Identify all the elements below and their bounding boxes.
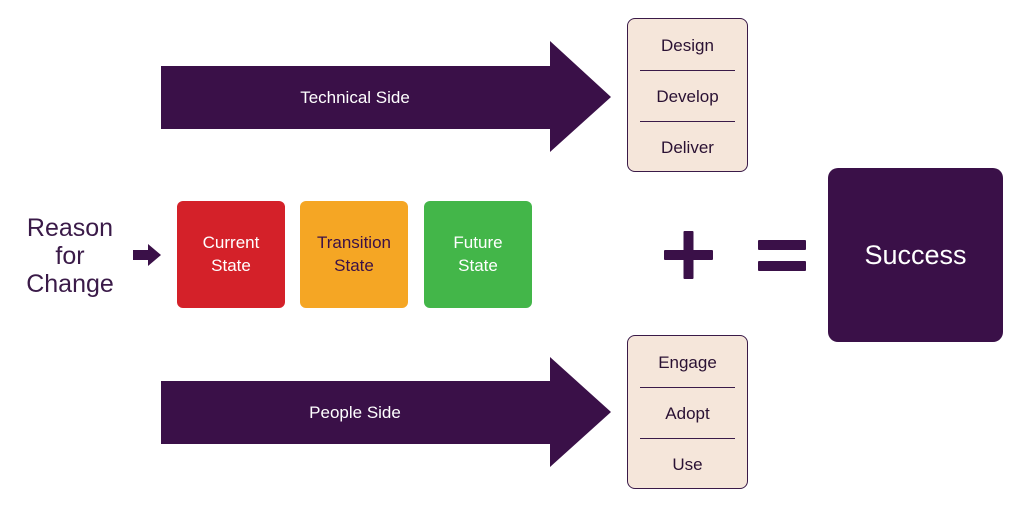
- step-divider: [640, 387, 735, 388]
- people-steps-box: Engage Adopt Use: [627, 335, 748, 489]
- reason-for-change-label: Reason for Change: [14, 214, 126, 298]
- current-state-box: Current State: [177, 201, 285, 308]
- technical-side-label: Technical Side: [300, 88, 410, 107]
- future-state-box: Future State: [424, 201, 532, 308]
- transition-state-box: Transition State: [300, 201, 408, 308]
- step-divider: [640, 121, 735, 122]
- people-side-label: People Side: [309, 403, 401, 422]
- step-develop: Develop: [656, 87, 719, 106]
- reason-line-2: for: [55, 242, 85, 270]
- step-divider: [640, 438, 735, 439]
- success-box: Success: [828, 168, 1003, 342]
- transition-state-line-1: Transition: [316, 233, 391, 253]
- step-deliver: Deliver: [661, 138, 714, 157]
- success-label: Success: [864, 239, 967, 270]
- step-use: Use: [672, 455, 703, 474]
- reason-line-1: Reason: [26, 214, 114, 242]
- step-divider: [640, 70, 735, 71]
- future-state-line-2: State: [458, 255, 498, 275]
- step-engage: Engage: [658, 353, 717, 372]
- step-design: Design: [661, 36, 714, 55]
- reason-line-3: Change: [26, 270, 114, 298]
- transition-state-line-2: State: [334, 255, 374, 275]
- current-state-line-1: Current: [202, 233, 260, 253]
- future-state-line-1: Future: [453, 233, 503, 253]
- step-adopt: Adopt: [665, 404, 710, 423]
- current-state-line-2: State: [211, 255, 251, 275]
- technical-steps-box: Design Develop Deliver: [627, 18, 748, 172]
